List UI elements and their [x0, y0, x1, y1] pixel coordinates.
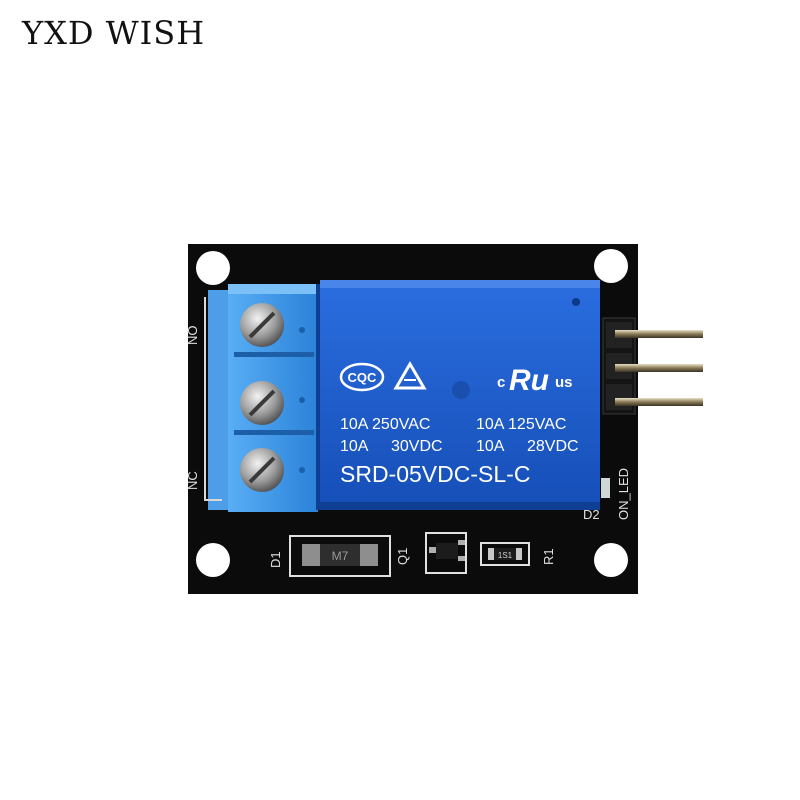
led-d2: [601, 478, 610, 498]
cqc-logo: CQC: [348, 370, 378, 385]
rating-line2-b: 30VDC: [391, 438, 443, 455]
silk-d2: D2: [583, 507, 600, 522]
rating-line2-d: 28VDC: [527, 438, 579, 455]
mounting-hole-bottom-right: [594, 543, 628, 577]
header-pin-3: [615, 398, 703, 406]
relay: CQC c Ru us 10A 250VAC 10A 125VAC 10A 30…: [316, 280, 600, 510]
brand-watermark: YXD WISH: [22, 14, 206, 52]
ul-ru-mark: Ru: [509, 364, 549, 397]
silk-on-led: ON_LED: [616, 468, 631, 520]
silk-no-label: NO: [185, 326, 200, 346]
rating-line1-b: 10A 125VAC: [476, 416, 566, 433]
silk-r1: R1: [541, 548, 556, 565]
rating-line2-c: 10A: [476, 438, 505, 455]
mounting-hole-top-right: [594, 249, 628, 283]
header-pin-2: [615, 364, 703, 372]
rating-line2-a: 10A: [340, 438, 369, 455]
rating-line1-a: 10A 250VAC: [340, 416, 430, 433]
pin-header: [602, 317, 703, 415]
diode-d1: M7: [289, 535, 391, 577]
relay-model: SRD-05VDC-SL-C: [340, 461, 530, 487]
resistor-marking: 1S1: [498, 551, 513, 560]
ul-c-mark: c: [497, 374, 505, 391]
silk-q1: Q1: [395, 548, 410, 565]
header-pin-1: [615, 330, 703, 338]
mounting-hole-bottom-left: [196, 543, 230, 577]
silk-nc-label: NC: [185, 471, 200, 490]
resistor-r1: 1S1: [480, 542, 530, 566]
mounting-hole-top-left: [196, 251, 230, 285]
transistor-q1: [425, 532, 467, 574]
warning-triangle-icon: [393, 361, 427, 390]
silk-d1: D1: [268, 551, 283, 568]
diode-marking: M7: [332, 549, 349, 563]
screw-terminal-block: [208, 284, 318, 512]
ul-us-mark: us: [555, 374, 573, 391]
